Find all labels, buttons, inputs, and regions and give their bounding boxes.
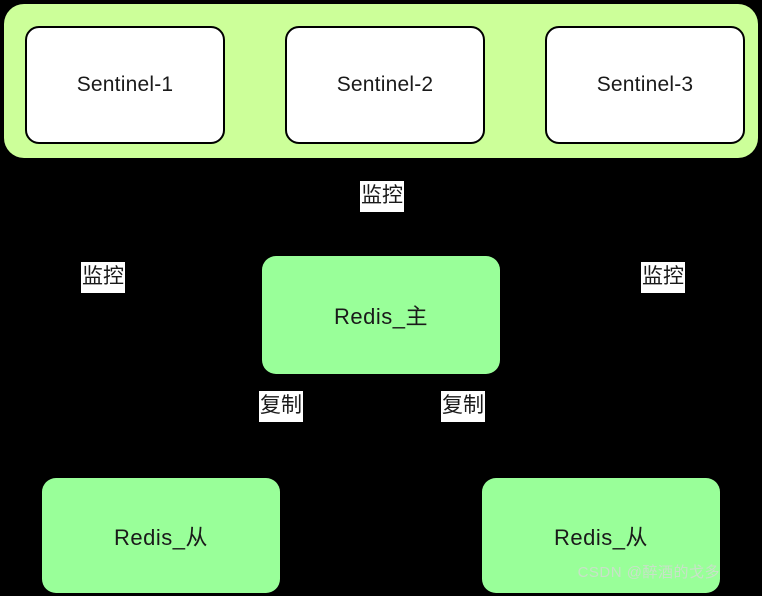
redis-slave-left-label: Redis_从 xyxy=(114,524,208,550)
sentinel-node-1[interactable]: Sentinel-1 xyxy=(25,26,225,144)
redis-slave-right-label: Redis_从 xyxy=(554,524,648,550)
edge-label-monitor-left: 监控 xyxy=(81,262,125,293)
sentinel-cluster-group: Sentinel-1 Sentinel-2 Sentinel-3 xyxy=(4,4,758,158)
sentinel-node-2[interactable]: Sentinel-2 xyxy=(285,26,485,144)
redis-slave-node-right[interactable]: Redis_从 xyxy=(482,478,720,593)
sentinel-node-3[interactable]: Sentinel-3 xyxy=(545,26,745,144)
sentinel-node-2-label: Sentinel-2 xyxy=(336,73,434,96)
edge-label-replicate-right: 复制 xyxy=(441,391,485,422)
edge-label-monitor-center: 监控 xyxy=(360,181,404,212)
edge-label-monitor-right: 监控 xyxy=(641,262,685,293)
edge-label-replicate-left: 复制 xyxy=(259,391,303,422)
csdn-watermark: CSDN @醉酒的戈多 xyxy=(577,564,720,581)
redis-master-label: Redis_主 xyxy=(334,304,428,329)
sentinel-node-3-label: Sentinel-3 xyxy=(596,73,694,96)
redis-slave-node-left[interactable]: Redis_从 xyxy=(42,478,280,593)
sentinel-node-1-label: Sentinel-1 xyxy=(76,73,174,96)
redis-master-node[interactable]: Redis_主 xyxy=(262,256,500,374)
